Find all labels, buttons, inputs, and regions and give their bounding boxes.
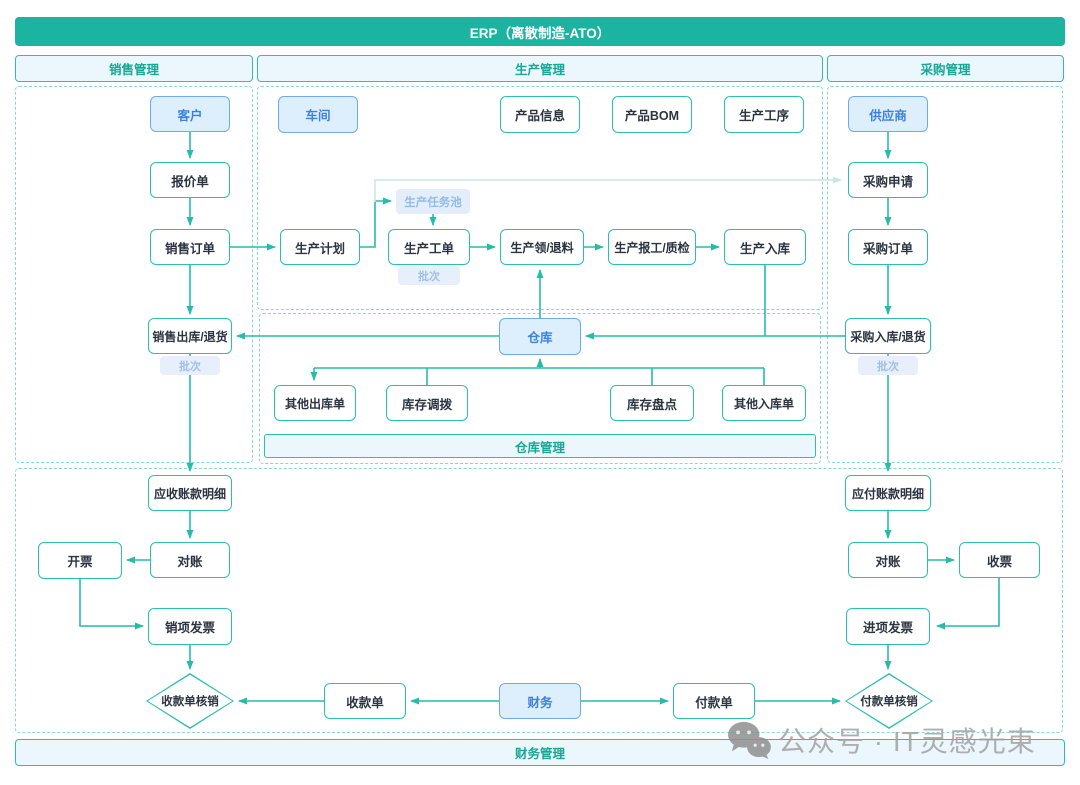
- node-purchase-inbound: 采购入库/退货: [845, 318, 931, 354]
- region-finance: [15, 468, 1063, 733]
- lane-header-warehouse: 仓库管理: [264, 434, 816, 458]
- node-supplier: 供应商: [848, 96, 928, 132]
- lane-header-sales: 销售管理: [15, 55, 253, 82]
- node-payment-writeoff: 付款单核销: [845, 673, 933, 729]
- node-sales-outbound: 销售出库/退货: [148, 318, 232, 354]
- node-receipt-writeoff: 收款单核销: [146, 673, 234, 729]
- node-finance: 财务: [499, 683, 581, 719]
- node-work-order: 生产工单: [388, 229, 470, 265]
- node-customer: 客户: [150, 96, 230, 132]
- diagram-title: ERP（离散制造-ATO）: [15, 17, 1065, 46]
- watermark-text: 公众号 · IT灵感光束: [778, 726, 1036, 757]
- node-purchase-invoice: 进项发票: [846, 608, 930, 645]
- batch-tag-purchasing: 批次: [858, 356, 918, 375]
- node-purchase-order: 采购订单: [848, 229, 928, 265]
- node-material: 生产领/退料: [500, 229, 584, 265]
- region-purchasing: [827, 86, 1063, 463]
- node-ar-detail: 应收账款明细: [148, 475, 232, 511]
- node-product-info: 产品信息: [500, 96, 580, 133]
- node-sales-invoice: 销项发票: [148, 608, 232, 645]
- node-payment: 付款单: [673, 683, 755, 719]
- node-report-qc: 生产报工/质检: [608, 229, 696, 265]
- batch-tag-sales: 批次: [160, 356, 220, 375]
- node-stocktake: 库存盘点: [610, 385, 694, 421]
- node-receipt: 收款单: [324, 683, 406, 719]
- node-production-plan: 生产计划: [280, 229, 360, 265]
- wechat-icon: [728, 721, 771, 760]
- lane-header-finance: 财务管理: [15, 739, 1065, 766]
- node-task-pool: 生产任务池: [396, 189, 470, 214]
- node-sales-order: 销售订单: [150, 229, 230, 265]
- node-invoicing: 开票: [38, 542, 122, 579]
- node-quotation: 报价单: [150, 162, 230, 198]
- node-reconcile-ar: 对账: [150, 542, 230, 578]
- node-other-inbound: 其他入库单: [722, 385, 806, 421]
- region-sales: [15, 86, 253, 463]
- node-other-outbound: 其他出库单: [274, 385, 356, 421]
- lane-header-production: 生产管理: [257, 55, 823, 82]
- node-bill-receive: 收票: [959, 542, 1040, 578]
- lane-header-purchasing: 采购管理: [827, 55, 1064, 82]
- batch-tag-production: 批次: [398, 266, 460, 285]
- node-prod-inbound: 生产入库: [724, 229, 806, 265]
- node-workshop: 车间: [278, 96, 358, 133]
- node-ap-detail: 应付账款明细: [845, 475, 931, 511]
- node-product-bom: 产品BOM: [612, 96, 692, 133]
- watermark: 公众号 · IT灵感光束: [726, 720, 1036, 760]
- node-transfer: 库存调拨: [386, 385, 468, 421]
- node-warehouse: 仓库: [499, 318, 581, 355]
- node-purchase-request: 采购申请: [848, 162, 928, 198]
- node-process: 生产工序: [724, 96, 804, 133]
- node-reconcile-ap: 对账: [848, 542, 928, 578]
